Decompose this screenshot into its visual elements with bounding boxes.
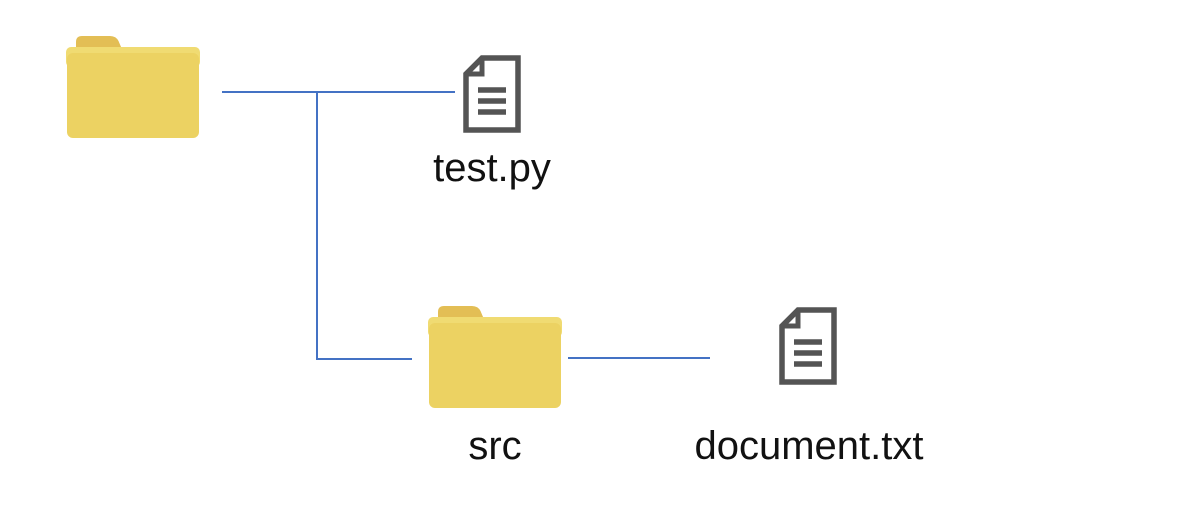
folder-label-src: src — [468, 424, 522, 468]
node-root-folder — [63, 33, 203, 145]
node-file-testpy — [459, 54, 525, 139]
folder-icon — [428, 306, 562, 408]
node-folder-src — [425, 303, 565, 415]
connector-root-to-testpy — [222, 91, 455, 93]
file-label-document: document.txt — [694, 424, 924, 468]
connector-src-to-document — [568, 357, 710, 359]
file-label-testpy: test.py — [433, 146, 551, 190]
node-file-document — [775, 305, 841, 392]
folder-icon — [66, 36, 200, 138]
connector-vertical-trunk — [316, 91, 318, 360]
file-icon — [463, 55, 521, 133]
connector-trunk-to-src — [316, 358, 412, 360]
file-icon — [779, 307, 837, 385]
